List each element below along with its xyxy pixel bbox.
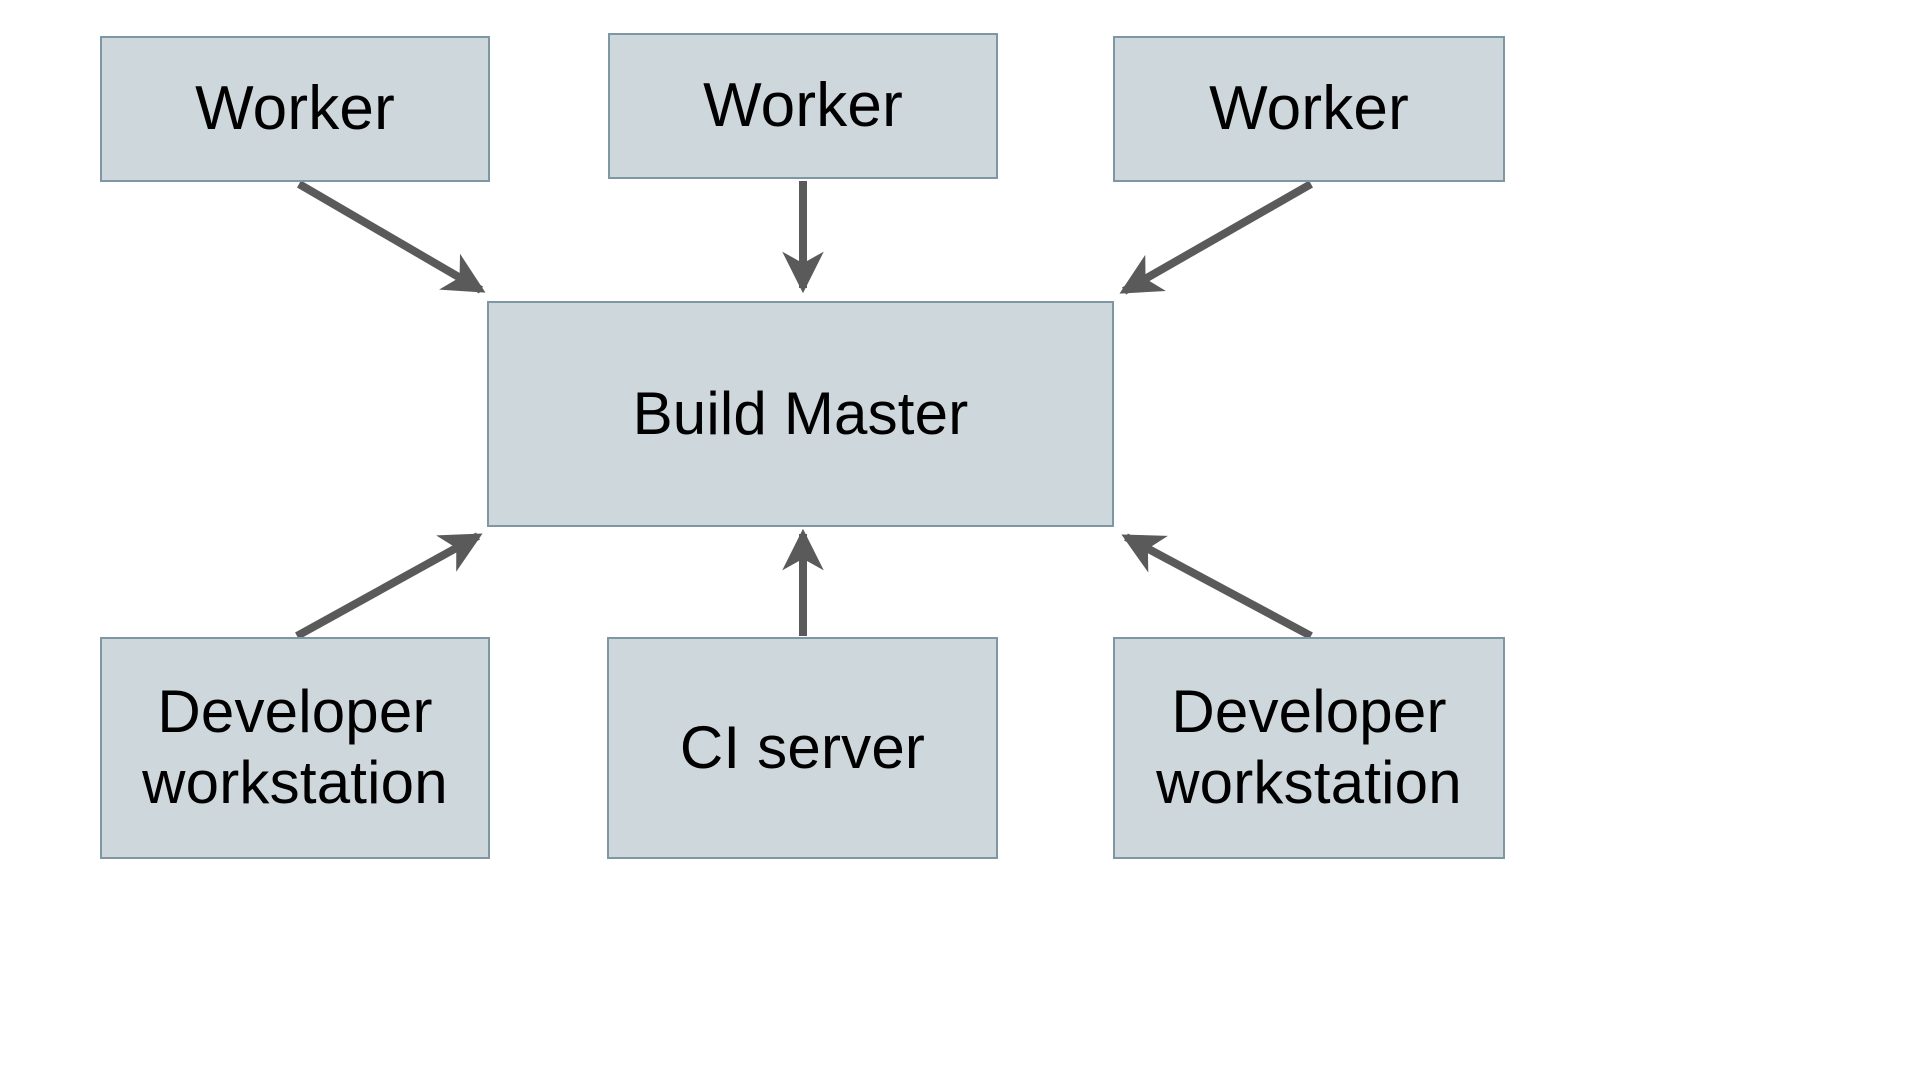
edge-dev-ws-right-to-build-master (1121, 533, 1313, 640)
node-developer-workstation-left-label: Developer workstation (142, 678, 448, 816)
node-developer-workstation-left[interactable]: Developer workstation (100, 637, 490, 859)
node-worker-2[interactable]: Worker (608, 33, 998, 179)
node-worker-1-label: Worker (195, 74, 395, 144)
node-worker-1[interactable]: Worker (100, 36, 490, 182)
edge-dev-ws-left-to-build-master (295, 532, 483, 640)
node-worker-3[interactable]: Worker (1113, 36, 1505, 182)
node-developer-workstation-right[interactable]: Developer workstation (1113, 637, 1505, 859)
edge-worker-3-to-build-master (1119, 180, 1313, 295)
node-developer-workstation-right-label: Developer workstation (1156, 678, 1462, 816)
node-worker-3-label: Worker (1209, 74, 1409, 144)
node-ci-server[interactable]: CI server (607, 637, 998, 859)
node-worker-2-label: Worker (703, 71, 903, 141)
edge-worker-1-to-build-master (296, 180, 486, 294)
node-build-master[interactable]: Build Master (487, 301, 1114, 527)
node-ci-server-label: CI server (679, 713, 926, 781)
node-build-master-label: Build Master (632, 379, 969, 447)
